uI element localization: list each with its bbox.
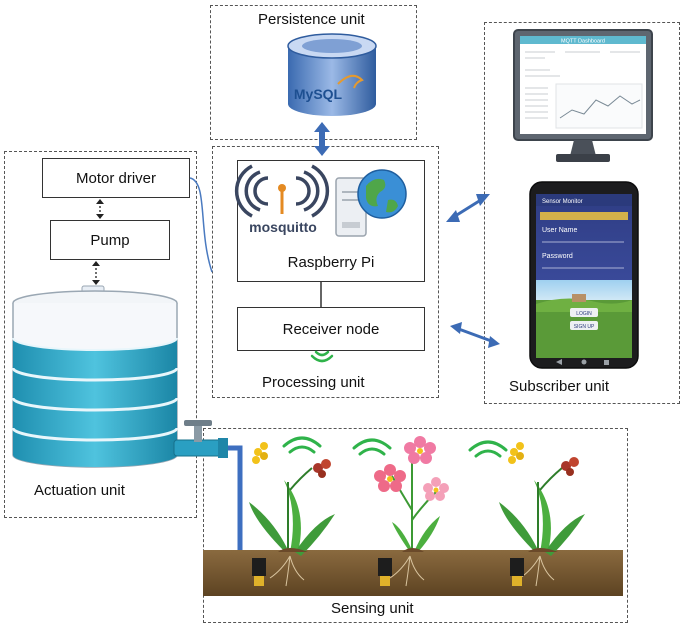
tank-valve-icon (173, 420, 228, 458)
sensing-unit-label: Sensing unit (331, 600, 414, 617)
processing-monitor-arrow (446, 194, 490, 222)
motor-pump-arrow (96, 199, 104, 219)
pump-tank-arrow (92, 261, 100, 285)
phone-app-title: Sensor Monitor (542, 199, 583, 205)
receiver-wifi-icon (310, 350, 334, 363)
processing-phone-arrow (450, 322, 500, 348)
pump-label: Pump (90, 231, 130, 249)
motor-driver-label: Motor driver (75, 169, 157, 187)
pump-block: Pump (50, 220, 170, 260)
raspberry-pi-label: Raspberry Pi (287, 254, 375, 271)
water-tank (11, 285, 179, 468)
mysql-logo-text: MySQL (294, 86, 343, 102)
irrigation-pipe (228, 445, 520, 561)
plant-1 (249, 442, 335, 556)
soil-sensor-2 (378, 558, 392, 586)
actuation-unit-box (4, 151, 197, 518)
wifi-icon-3 (468, 440, 508, 458)
receiver-node-label: Receiver node (282, 320, 380, 338)
motor-driver-block: Motor driver (42, 158, 190, 198)
plant-2 (374, 436, 449, 552)
plant-3 (499, 442, 585, 556)
wifi-icon-2 (352, 438, 392, 456)
soil-roots (269, 555, 555, 587)
db-processing-arrow (314, 122, 330, 156)
persistence-unit-label: Persistence unit (258, 11, 365, 28)
dashboard-title: MQTT Dashboard (561, 39, 605, 45)
phone-signup-button[interactable]: SIGN UP (574, 324, 595, 330)
mosquitto-logo: mosquitto (234, 164, 330, 235)
soil-sensor-1 (252, 558, 266, 586)
soil-sensor-3 (510, 558, 524, 586)
phone-password-label: Password (542, 253, 573, 260)
desktop-monitor: MQTT Dashboard (513, 29, 653, 162)
phone-username-label: User Name (542, 227, 578, 234)
soil-bed (203, 550, 623, 596)
smartphone: Sensor Monitor User Name Password LOGIN … (529, 181, 639, 369)
sensing-unit-box (203, 428, 628, 623)
receiver-node-block: Receiver node (237, 307, 425, 351)
mysql-database-icon: MySQL (287, 33, 377, 116)
processing-unit-label: Processing unit (262, 374, 365, 391)
subscriber-unit-label: Subscriber unit (509, 378, 610, 395)
server-globe-icon (335, 169, 407, 237)
subscriber-unit-box (484, 22, 680, 404)
phone-login-button[interactable]: LOGIN (576, 311, 592, 317)
persistence-unit-box (210, 5, 417, 140)
mosquitto-logo-text: mosquitto (249, 219, 317, 235)
actuation-unit-label: Actuation unit (34, 482, 125, 499)
wifi-icon-1 (282, 436, 322, 454)
motor-driver-processing-wire (189, 177, 213, 273)
